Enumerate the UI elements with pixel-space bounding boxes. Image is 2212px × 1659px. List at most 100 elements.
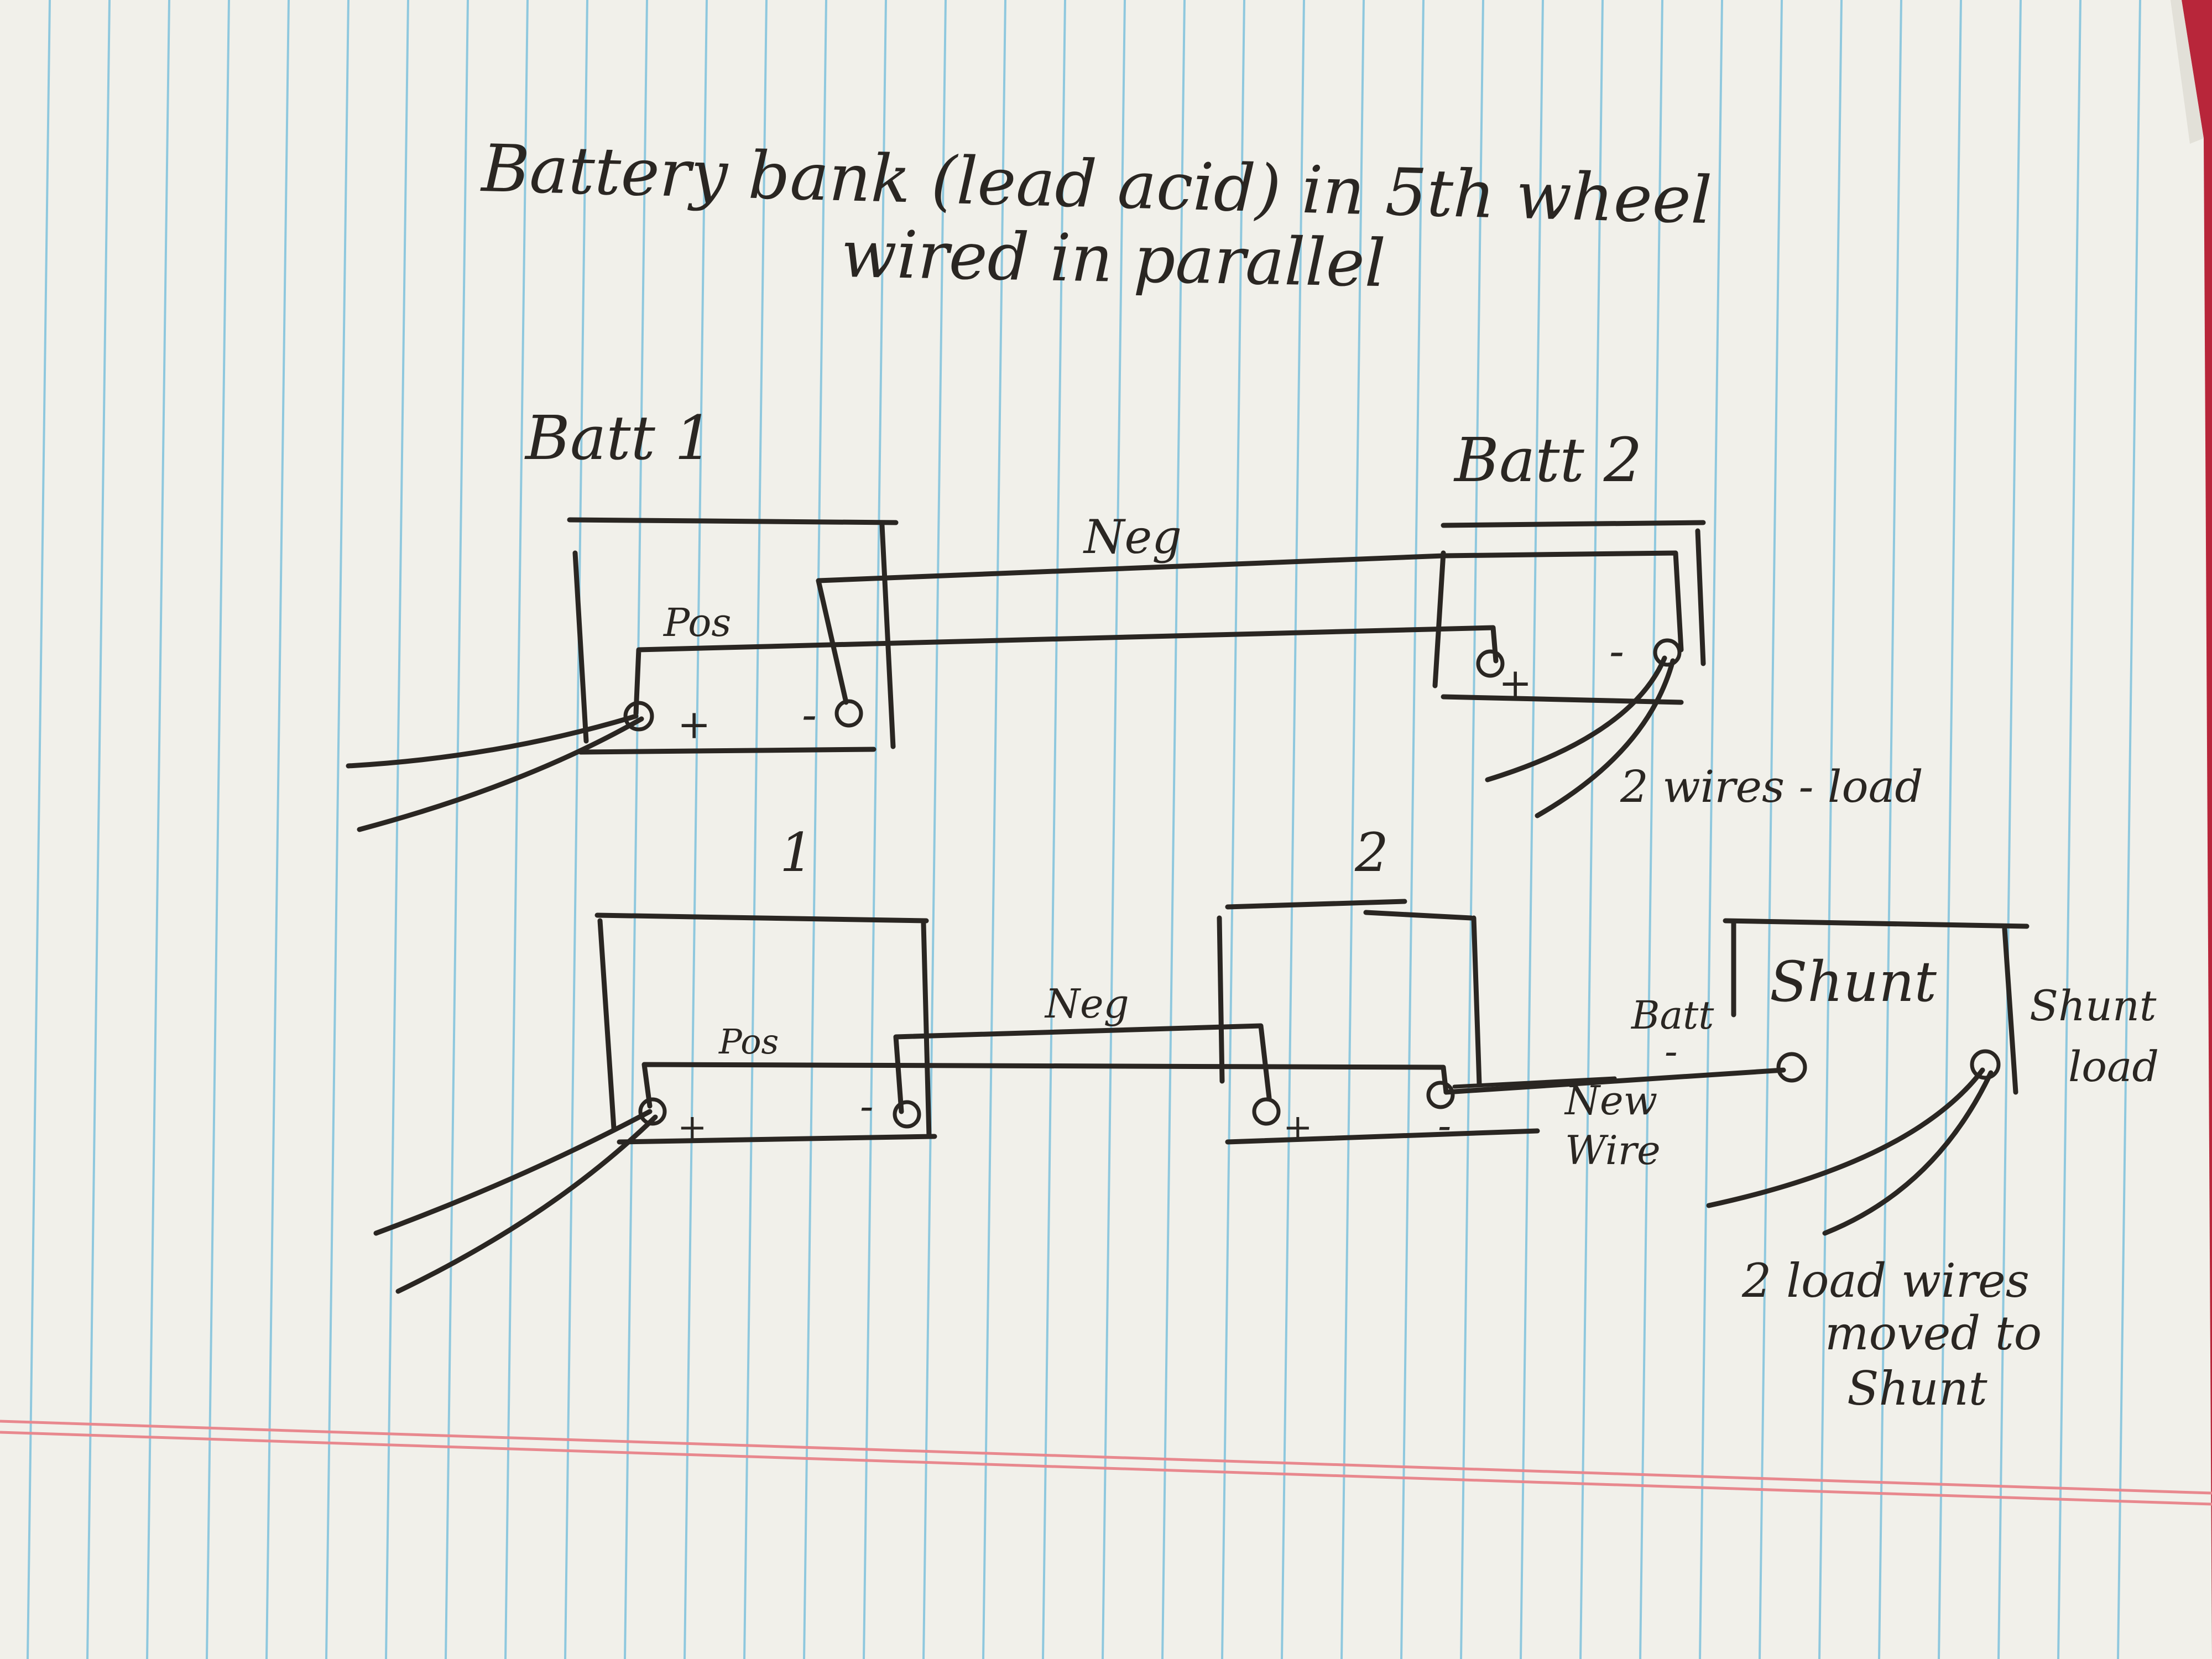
bottom-load-note-1: 2 load wires — [1741, 1254, 2030, 1308]
bottom-battery-1-box — [594, 912, 937, 1145]
bottom-batt2-label: 2 — [1354, 822, 1389, 884]
bottom-load-note-2: moved to — [1825, 1306, 2042, 1360]
ruled-line — [863, 0, 887, 1659]
top-batt1-cable-a — [346, 713, 639, 769]
margin-line-1 — [0, 1420, 2212, 1495]
bottom-pos-wire — [641, 1062, 1449, 1109]
bottom-batt1-neg-sign: - — [860, 1083, 873, 1129]
ruled-line — [564, 0, 588, 1659]
bottom-load-note-3: Shunt — [1847, 1361, 1987, 1416]
ruled-line — [1938, 0, 1962, 1659]
title-line-2: wired in parallel — [841, 216, 1386, 301]
bottom-neg-label: Neg — [1044, 980, 1129, 1027]
ruled-line — [86, 0, 111, 1659]
bottom-batt2-pos-terminal — [1252, 1097, 1281, 1126]
ruled-line — [2117, 0, 2141, 1659]
ruled-line — [1759, 0, 1783, 1659]
ruled-line — [1340, 0, 1365, 1659]
top-pos-wire — [633, 625, 1499, 716]
top-neg-wire — [816, 550, 1684, 705]
bottom-batt1-neg-terminal — [893, 1100, 921, 1129]
bottom-pos-label: Pos — [718, 1021, 779, 1062]
top-batt2-label: Batt 2 — [1453, 425, 1642, 495]
bottom-new-wire — [1443, 1067, 1786, 1095]
shunt-load-wire-b — [1822, 1070, 1994, 1236]
top-batt2-pos-sign: + — [1499, 660, 1532, 706]
ruled-line — [1699, 0, 1723, 1659]
bottom-shunt-box — [1723, 918, 2030, 1095]
shunt-load-wire-a — [1706, 1067, 1985, 1208]
top-batt2-load-wire-b — [1535, 658, 1676, 818]
ruled-line — [1221, 0, 1245, 1659]
top-battery-1-box — [567, 517, 899, 755]
ruled-line — [982, 0, 1006, 1659]
ruled-line — [1639, 0, 1663, 1659]
shunt-batt-sign: - — [1665, 1029, 1678, 1074]
margin-line-2 — [0, 1431, 2212, 1506]
ruled-lines — [27, 0, 2141, 1659]
ruled-line — [1281, 0, 1305, 1659]
top-batt1-pos-terminal — [623, 701, 654, 732]
bottom-batt1-pos-terminal — [638, 1097, 667, 1126]
top-batt1-pos-sign: + — [677, 701, 711, 748]
bottom-neg-wire — [893, 1023, 1272, 1114]
ruled-line — [684, 0, 708, 1659]
bottom-batt1-cable-a — [373, 1109, 653, 1236]
ruled-line — [206, 0, 230, 1659]
bottom-batt2-neg-terminal — [1426, 1081, 1455, 1109]
top-batt1-cable-b — [357, 716, 644, 832]
top-neg-label: Neg — [1083, 510, 1182, 564]
top-pos-label: Pos — [662, 600, 731, 645]
bottom-diagram: 1 2 Neg Pos New — [373, 822, 2159, 1416]
ruled-line — [1161, 0, 1186, 1659]
shunt-load-terminal — [1970, 1049, 2001, 1080]
shunt-load-label-1: Shunt — [2030, 981, 2157, 1030]
top-batt1-neg-sign: - — [802, 689, 817, 740]
bottom-batt2-neg-sign: - — [1438, 1102, 1451, 1149]
bottom-batt1-label: 1 — [780, 822, 813, 884]
shunt-label: Shunt — [1770, 950, 1937, 1014]
ruled-line — [1042, 0, 1066, 1659]
top-diagram: Batt 1 Batt 2 Neg Pos + - + - — [346, 403, 1923, 832]
ruled-line — [504, 0, 529, 1659]
bottom-battery-2-box — [1217, 899, 1540, 1145]
ruled-line — [1460, 0, 1484, 1659]
ruled-line — [385, 0, 409, 1659]
ruled-line — [325, 0, 349, 1659]
ruled-line — [146, 0, 170, 1659]
top-batt1-label: Batt 1 — [524, 403, 713, 473]
ruled-line — [1997, 0, 2022, 1659]
ruled-line — [27, 0, 51, 1659]
top-batt1-neg-terminal — [834, 699, 863, 728]
bottom-new-wire-label-2: Wire — [1565, 1127, 1661, 1173]
shunt-load-label-2: load — [2068, 1042, 2159, 1091]
ruled-line — [1579, 0, 1604, 1659]
bottom-batt1-pos-sign: + — [677, 1107, 707, 1148]
ruled-line — [2057, 0, 2081, 1659]
bottom-batt1-cable-b — [395, 1114, 658, 1294]
ruled-line — [1520, 0, 1544, 1659]
ruled-line — [1400, 0, 1425, 1659]
ruled-line — [922, 0, 947, 1659]
bottom-new-wire-second-stroke — [1452, 1076, 1617, 1089]
ruled-line — [1818, 0, 1843, 1659]
bottom-new-wire-label-1: New — [1564, 1077, 1657, 1124]
top-batt2-neg-terminal — [1653, 638, 1682, 667]
bottom-batt2-pos-sign: + — [1283, 1107, 1313, 1148]
top-load-note: 2 wires - load — [1620, 761, 1923, 812]
ruled-line — [445, 0, 469, 1659]
ruled-line — [265, 0, 290, 1659]
shunt-batt-terminal — [1776, 1052, 1807, 1083]
ruled-line — [1878, 0, 1902, 1659]
top-battery-2-box — [1432, 520, 1706, 705]
top-batt2-neg-sign: - — [1609, 625, 1624, 677]
top-batt2-load-wire-a — [1485, 655, 1667, 782]
top-batt2-pos-terminal — [1476, 649, 1505, 678]
ruled-line — [803, 0, 827, 1659]
ruled-line — [1102, 0, 1126, 1659]
ruled-line — [743, 0, 768, 1659]
shunt-batt-label: Batt — [1630, 993, 1714, 1038]
